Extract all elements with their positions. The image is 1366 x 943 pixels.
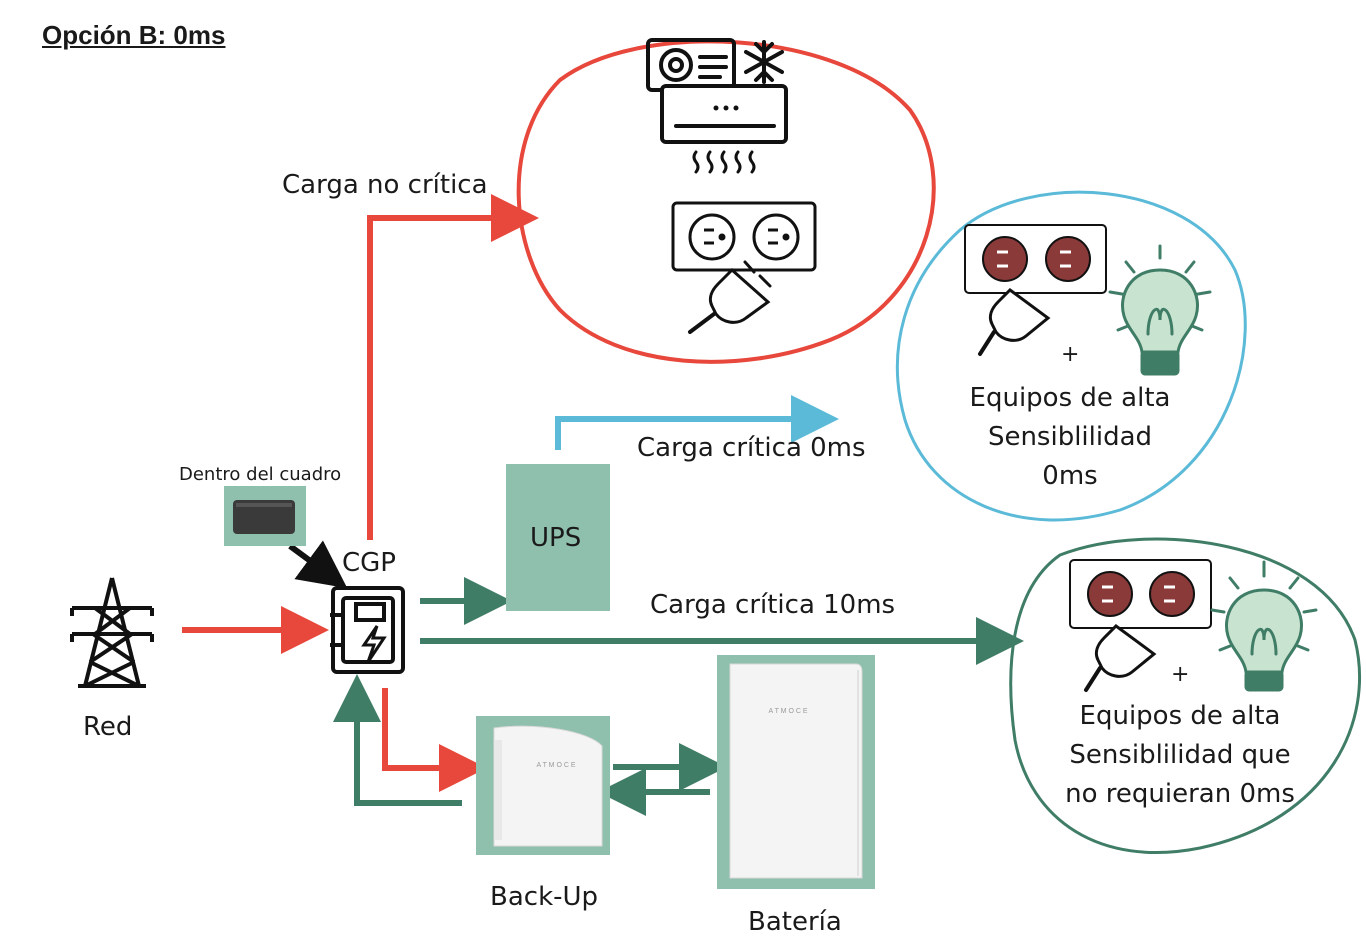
backup-to-cgp-arrow bbox=[333, 674, 462, 806]
sensitive-10ms-line3: no requieran 0ms bbox=[1065, 779, 1295, 809]
plug-icon-10ms bbox=[1084, 624, 1157, 692]
light-bulb-icon-10ms bbox=[1210, 560, 1318, 692]
transmission-tower-icon bbox=[70, 577, 154, 688]
battery-brand-text: A T M O C E bbox=[768, 708, 807, 715]
red-outlet-icon-0ms bbox=[964, 224, 1107, 294]
backup-unit-image bbox=[476, 716, 610, 855]
critical-10ms-circle bbox=[1009, 537, 1362, 854]
grid-label: Red bbox=[83, 712, 133, 742]
backup-label: Back-Up bbox=[490, 882, 599, 912]
ups-box bbox=[506, 464, 610, 611]
inside-panel-label: Dentro del cuadro bbox=[179, 464, 342, 485]
page-title: Opción B: 0ms bbox=[42, 20, 226, 50]
wall-outlet-icon bbox=[671, 201, 817, 272]
non-critical-load-circle bbox=[516, 39, 936, 364]
plus-sign-0ms: + bbox=[1061, 342, 1080, 367]
ups-label: UPS bbox=[530, 523, 582, 553]
sensitive-0ms-line1: Equipos de alta bbox=[969, 383, 1171, 413]
plug-icon bbox=[688, 260, 772, 334]
snowflake-icon bbox=[744, 40, 784, 84]
sensitive-equipment-0ms-label: Equipos de alta Sensiblilidad 0ms bbox=[930, 379, 1210, 496]
sensitive-equipment-10ms-label: Equipos de alta Sensiblilidad que no req… bbox=[1040, 697, 1320, 814]
critical-0ms-label: Carga crítica 0ms bbox=[637, 433, 866, 463]
plug-icon-0ms bbox=[978, 288, 1051, 356]
light-bulb-icon-0ms bbox=[1108, 244, 1212, 376]
sensitive-0ms-line3: 0ms bbox=[1042, 461, 1098, 491]
panel-device-image bbox=[224, 486, 306, 546]
inside-panel-arrow bbox=[288, 540, 348, 589]
cgp-to-backup-arrow bbox=[382, 688, 487, 792]
plus-sign-10ms: + bbox=[1171, 662, 1190, 687]
sensitive-10ms-line2: Sensiblilidad que bbox=[1069, 740, 1291, 770]
cgp-panel-icon bbox=[330, 586, 405, 674]
critical-0ms-arrow bbox=[555, 395, 839, 450]
sensitive-10ms-line1: Equipos de alta bbox=[1079, 701, 1281, 731]
backup-brand-text: A T M O C E bbox=[536, 762, 575, 769]
sensitive-0ms-line2: Sensiblilidad bbox=[987, 422, 1153, 452]
non-critical-load-arrow bbox=[367, 194, 539, 540]
non-critical-load-label: Carga no crítica bbox=[282, 170, 488, 200]
battery-unit-image bbox=[717, 655, 875, 889]
cgp-label: CGP bbox=[342, 548, 396, 578]
battery-label: Batería bbox=[748, 907, 842, 937]
critical-10ms-label: Carga crítica 10ms bbox=[650, 590, 896, 620]
critical-0ms-circle bbox=[895, 190, 1247, 522]
air-conditioner-icon bbox=[646, 38, 788, 174]
red-outlet-icon-10ms bbox=[1069, 559, 1212, 629]
